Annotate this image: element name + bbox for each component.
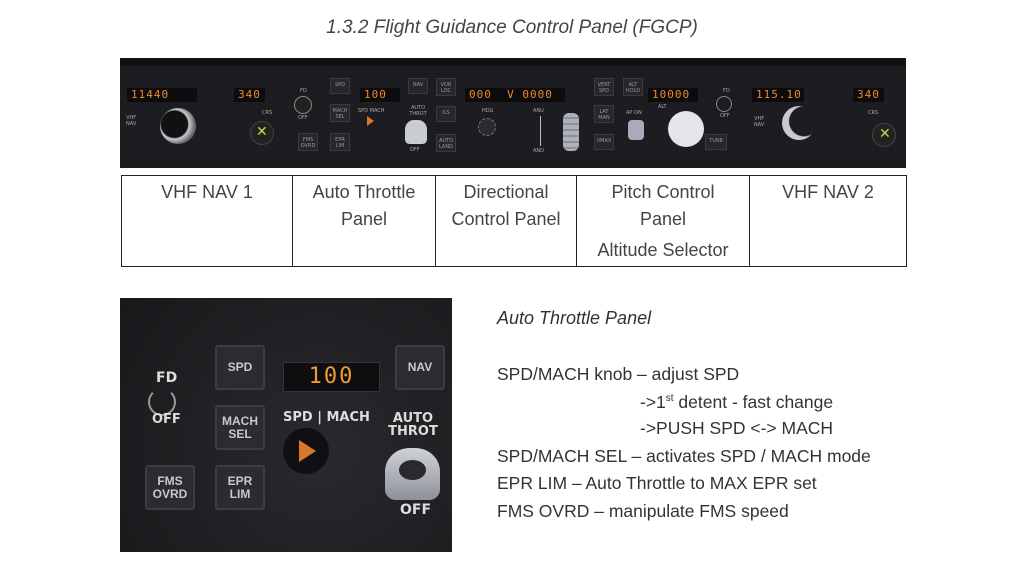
fms-ovrd-button[interactable]: FMS OVRD <box>145 465 195 510</box>
ap-on-label: AP ON <box>626 110 642 116</box>
auto-throt-label: AUTO THROT <box>388 411 438 439</box>
fd-label: FD <box>300 88 307 94</box>
toggle-slot <box>399 460 426 480</box>
fd-label: FD <box>156 370 178 386</box>
ils-button[interactable]: ILS <box>436 106 456 122</box>
epr-lim-button[interactable]: EPR LIM <box>330 133 350 151</box>
nav-button[interactable]: NAV <box>395 345 445 390</box>
nav1-frequency-knob[interactable] <box>160 108 196 144</box>
auto-throt-off-label: OFF <box>400 502 432 518</box>
hdg-label: HDG <box>482 108 494 114</box>
anu-label: ANU <box>533 108 544 114</box>
altitude-display: 10000 <box>648 88 698 102</box>
pitch-arrow-icon <box>540 116 541 146</box>
nav2-frequency-display: 115.10 <box>752 88 804 102</box>
and-label: AND <box>533 148 545 154</box>
description-line: FMS OVRD – manipulate FMS speed <box>497 501 789 521</box>
description-heading: Auto Throttle Panel <box>497 308 652 328</box>
auto-throttle-panel-image: FD OFF SPD MACH SEL EPR LIM FMS OVRD 100… <box>120 298 452 552</box>
auto-throt-off-label: OFF <box>410 147 420 153</box>
crs2-label: CRS <box>868 110 879 116</box>
fd-off-label: OFF <box>152 412 181 427</box>
altitude-knob[interactable] <box>668 111 704 147</box>
triangle-icon <box>299 440 316 462</box>
fd2-label: FD <box>723 88 730 94</box>
mach-sel-button[interactable]: MACH SEL <box>215 405 265 450</box>
crs2-display: 340 <box>853 88 884 102</box>
speed-display: 100 <box>360 88 400 102</box>
fms-ovrd-button[interactable]: FMS OVRD <box>298 133 318 151</box>
fd2-off-label: OFF <box>720 113 730 119</box>
nav1-frequency-display: 11440 <box>127 88 197 102</box>
description-line: ->1st detent - fast change <box>640 392 834 412</box>
nav2-frequency-knob[interactable] <box>782 106 816 140</box>
description-line: ->PUSH SPD <-> MACH <box>640 418 834 438</box>
lat-man-button[interactable]: LAT MAN <box>594 105 614 123</box>
mach-sel-button[interactable]: MACH SEL <box>330 104 350 122</box>
description-line: SPD/MACH SEL – activates SPD / MACH mode <box>497 446 871 466</box>
autopilot-toggle[interactable] <box>628 120 644 140</box>
crs-label: CRS <box>262 110 273 116</box>
crs1-knob[interactable]: ✕ <box>250 121 274 145</box>
fd-switch[interactable] <box>148 388 176 416</box>
spd-mach-label: SPD MACH <box>358 108 385 114</box>
auto-throttle-toggle[interactable] <box>405 120 427 144</box>
spd-mach-knob[interactable] <box>367 116 374 126</box>
description-line: SPD/MACH knob – adjust SPD <box>497 364 740 384</box>
spd-button[interactable]: SPD <box>330 78 350 94</box>
table-cell-vhf-nav-1: VHF NAV 1 <box>121 175 293 267</box>
turb-button[interactable]: TURB <box>705 134 727 150</box>
description-line: EPR LIM – Auto Throttle to MAX EPR set <box>497 473 817 493</box>
vmax-button[interactable]: VMAX <box>594 134 614 150</box>
fd2-switch[interactable] <box>716 96 732 112</box>
table-cell-vhf-nav-2: VHF NAV 2 <box>749 175 907 267</box>
auto-throttle-toggle[interactable] <box>385 448 440 500</box>
fd-off-label: OFF <box>298 115 308 121</box>
vert-spd-button[interactable]: VERT SPD <box>594 78 614 96</box>
pitch-wheel[interactable] <box>563 113 579 151</box>
spd-mach-label: SPD | MACH <box>283 410 370 425</box>
alt-hold-button[interactable]: ALT HOLD <box>623 78 643 96</box>
crs1-display: 340 <box>234 88 265 102</box>
auto-throt-label: AUTO THROT <box>409 105 427 117</box>
crs2-knob[interactable]: ✕ <box>872 123 896 147</box>
epr-lim-button[interactable]: EPR LIM <box>215 465 265 510</box>
speed-display: 100 <box>283 362 380 392</box>
section-title: 1.3.2 Flight Guidance Control Panel (FGC… <box>326 17 698 38</box>
auto-land-button[interactable]: AUTO LAND <box>436 134 456 152</box>
heading-knob[interactable] <box>478 118 496 136</box>
fd-switch[interactable] <box>294 96 312 114</box>
spd-mach-knob[interactable] <box>283 428 329 474</box>
spd-button[interactable]: SPD <box>215 345 265 390</box>
heading-vs-display: 000 V 0000 <box>465 88 565 102</box>
vor-loc-button[interactable]: VOR LOC <box>436 78 456 96</box>
nav-button[interactable]: NAV <box>408 78 428 94</box>
cross-icon: ✕ <box>256 124 268 140</box>
alt-label: ALT <box>658 104 667 110</box>
cross-icon: ✕ <box>879 126 891 142</box>
